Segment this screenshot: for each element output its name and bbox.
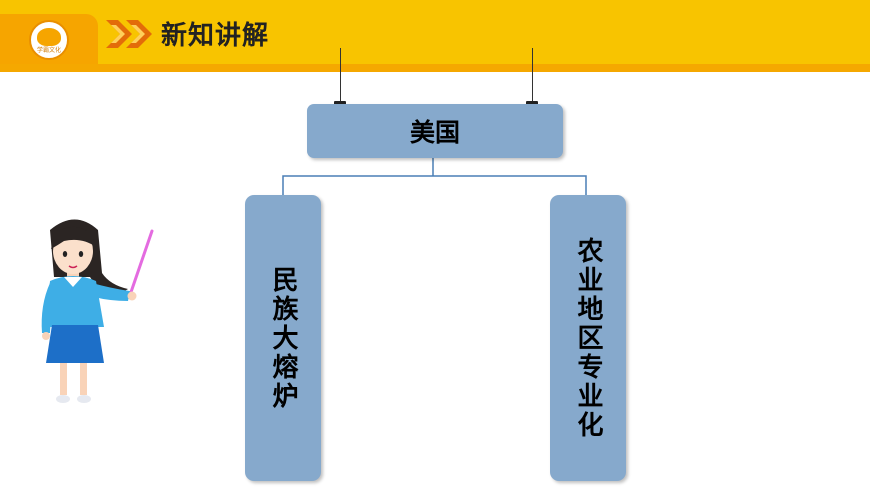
logo-text: 学霸文化	[36, 47, 61, 54]
child-node-right: 农业地区专业化	[550, 195, 626, 481]
page-title: 新知讲解	[161, 21, 270, 51]
hanging-string-right	[532, 48, 533, 104]
hanging-string-left	[340, 48, 341, 104]
header-strip	[0, 64, 870, 72]
child-node-left-label: 民族大熔炉	[268, 265, 298, 411]
teacher-with-pointer-icon	[41, 219, 154, 403]
child-node-right-label: 农业地区专业化	[573, 236, 603, 440]
child-node-left: 民族大熔炉	[245, 195, 321, 481]
root-node-label: 美国	[409, 118, 460, 147]
logo-icon: 学霸文化	[29, 20, 69, 60]
root-node: 美国	[307, 104, 563, 158]
double-chevron-icon	[106, 20, 152, 48]
logo-face	[37, 28, 61, 46]
